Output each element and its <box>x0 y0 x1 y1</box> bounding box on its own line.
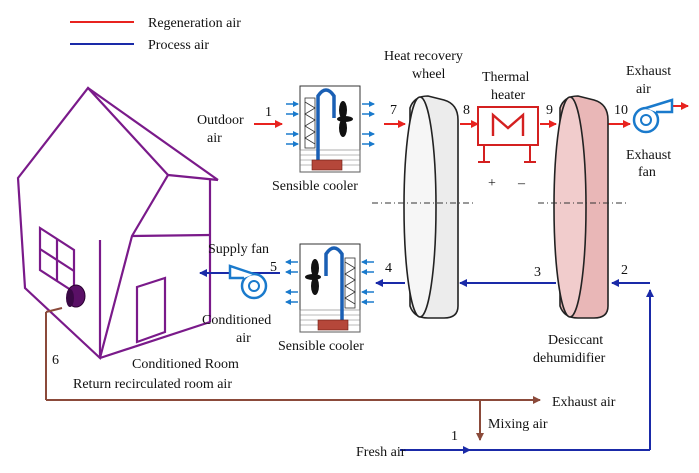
label-conditioned-air-1: Conditioned <box>202 313 271 328</box>
label-exhaust-fan-1: Exhaust <box>626 148 671 163</box>
label-heater-minus: – <box>517 176 526 191</box>
label-outdoor-air-1: Outdoor <box>197 113 244 128</box>
label-fresh-air: Fresh air <box>356 445 406 460</box>
desiccant-wheel <box>553 95 609 319</box>
heat-recovery-wheel <box>403 95 459 319</box>
label-exhaust-air-bottom: Exhaust air <box>552 395 616 410</box>
label-desiccant-1: Desiccant <box>548 333 603 348</box>
cooler-bottom-arrows <box>285 259 374 305</box>
thermal-heater <box>477 106 539 163</box>
state-point-6: 6 <box>52 353 59 368</box>
label-exhaust-air-top-1: Exhaust <box>626 64 671 79</box>
label-supply-fan: Supply fan <box>208 242 269 257</box>
process-air-lines <box>199 269 654 454</box>
cooler-top-inlet-arrows <box>286 101 375 147</box>
label-conditioned-air-2: air <box>236 331 251 346</box>
state-point-7: 7 <box>390 103 397 118</box>
state-point-2: 2 <box>621 263 628 278</box>
sensible-cooler-bottom <box>299 243 361 333</box>
label-exhaust-air-top-2: air <box>636 82 651 97</box>
legend-regeneration-label: Regeneration air <box>148 16 241 31</box>
labels: Outdoor air Heat recovery wheel Thermal … <box>73 49 671 460</box>
state-point-8: 8 <box>463 103 470 118</box>
state-point-3: 3 <box>534 265 541 280</box>
state-point-10: 10 <box>614 103 628 118</box>
label-mixing-air: Mixing air <box>488 417 548 432</box>
label-heater-plus: + <box>488 176 496 191</box>
sensible-cooler-top <box>299 85 361 173</box>
label-return-recirculated: Return recirculated room air <box>73 377 232 392</box>
state-point-4: 4 <box>385 261 392 276</box>
regeneration-air-lines <box>254 102 689 128</box>
state-point-1-bottom: 1 <box>451 429 458 444</box>
label-outdoor-air-2: air <box>207 131 222 146</box>
label-desiccant-2: dehumidifier <box>533 351 606 366</box>
label-exhaust-fan-2: fan <box>638 165 656 180</box>
legend: Regeneration air Process air <box>70 16 241 53</box>
state-point-9: 9 <box>546 103 553 118</box>
label-thermal-2: heater <box>491 88 526 103</box>
supply-diffuser <box>66 284 86 308</box>
label-sensible-cooler-bottom: Sensible cooler <box>278 339 364 354</box>
state-point-1-top: 1 <box>265 105 272 120</box>
state-points: 1 7 8 9 10 2 3 4 5 6 1 <box>52 103 628 444</box>
exhaust-fan-icon <box>632 98 674 134</box>
label-heat-recovery-2: wheel <box>412 67 446 82</box>
label-sensible-cooler-top: Sensible cooler <box>272 179 358 194</box>
label-thermal-1: Thermal <box>482 70 530 85</box>
return-air-lines <box>45 307 541 441</box>
label-conditioned-room: Conditioned Room <box>132 357 239 372</box>
state-point-5: 5 <box>270 260 277 275</box>
conditioned-room-house <box>16 86 219 361</box>
label-heat-recovery-1: Heat recovery <box>384 49 463 64</box>
supply-fan-icon <box>228 264 268 300</box>
legend-process-label: Process air <box>148 38 209 53</box>
